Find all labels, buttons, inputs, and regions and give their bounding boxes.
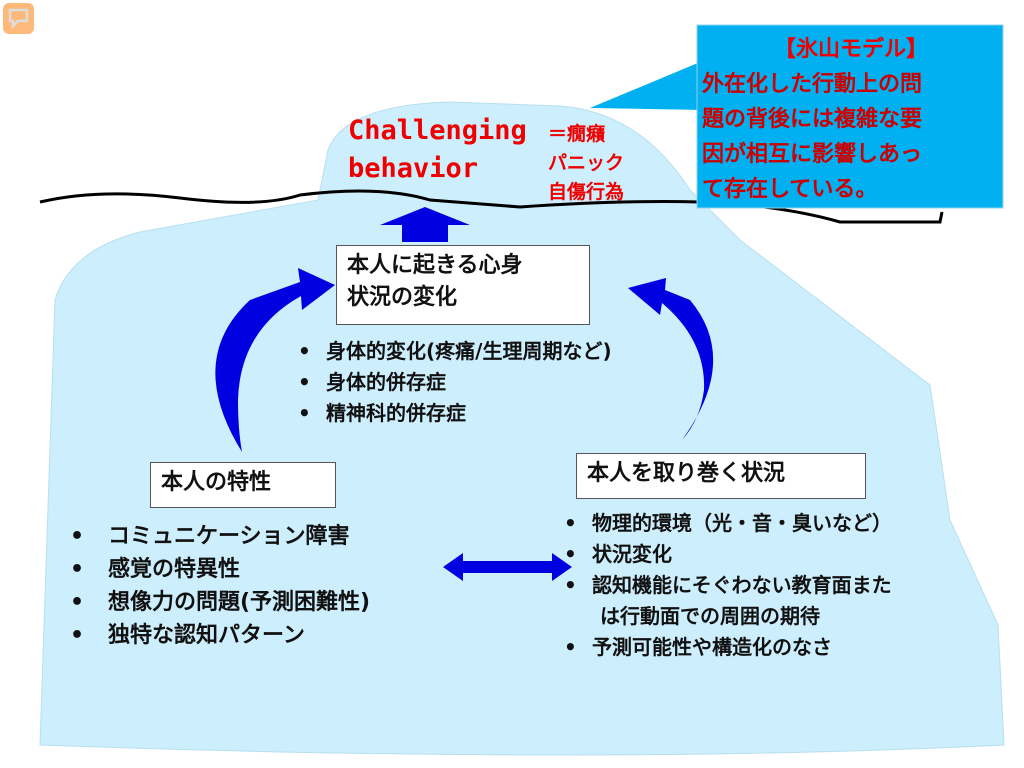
center-list: 身体的変化(疼痛/生理周期など) 身体的併存症 精神科的併存症 <box>290 336 612 429</box>
left-list: コミュニケーション障害 感覚の特異性 想像力の問題(予測困難性) 独特な認知パタ… <box>62 520 370 652</box>
list-item: 想像力の問題(予測困難性) <box>62 586 370 619</box>
right-list: 物理的環境（光・音・臭いなど） 状況変化 認知機能にそぐわない教育面また は行動… <box>556 508 892 663</box>
callout-line: 題の背後には複雑な要 <box>702 107 923 132</box>
left-box: 本人の特性 <box>150 462 336 508</box>
list-item: 状況変化 <box>556 539 892 570</box>
center-box-line: 本人に起きる心身 <box>347 253 523 278</box>
list-item: 身体的変化(疼痛/生理周期など) <box>290 336 612 367</box>
label-line: Challenging <box>348 115 527 146</box>
list-item-continuation: は行動面での周囲の期待 <box>600 604 820 628</box>
callout-line: 因が相互に影響しあっ <box>702 142 923 167</box>
app-logo-icon <box>3 3 34 34</box>
example-item: ＝癇癪 <box>548 123 606 145</box>
challenging-behavior-label: Challenging behavior <box>348 112 527 188</box>
right-box: 本人を取り巻く状況 <box>576 453 866 499</box>
list-item: 身体的併存症 <box>290 367 612 398</box>
center-box-line: 状況の変化 <box>347 285 458 310</box>
callout-line: て存在している。 <box>702 177 878 202</box>
curved-arrow-right-icon <box>628 278 714 440</box>
example-item: 自傷行為 <box>548 181 625 203</box>
list-item: 独特な認知パターン <box>62 619 370 652</box>
callout-box-bg <box>696 24 1004 209</box>
list-item: 予測可能性や構造化のなさ <box>556 632 892 663</box>
callout-title: 【氷山モデル】 <box>773 37 928 62</box>
example-item: パニック <box>548 152 625 174</box>
list-item: コミュニケーション障害 <box>62 520 370 553</box>
center-box: 本人に起きる心身 状況の変化 <box>336 245 590 325</box>
label-line: behavior <box>348 153 479 184</box>
behavior-examples: ＝癇癪 パニック 自傷行為 <box>548 120 624 207</box>
list-item: 感覚の特異性 <box>62 553 370 586</box>
callout-pointer <box>590 60 705 110</box>
up-arrow-icon <box>380 207 470 242</box>
callout-line: 外在化した行動上の問 <box>702 72 923 97</box>
list-item: 物理的環境（光・音・臭いなど） <box>556 508 892 539</box>
curved-arrow-left-icon <box>215 268 335 452</box>
callout-text: 【氷山モデル】 外在化した行動上の問 題の背後には複雑な要 因が相互に影響しあっ… <box>702 32 1000 207</box>
list-item: 精神科的併存症 <box>290 398 612 429</box>
list-item: 認知機能にそぐわない教育面また <box>556 570 892 601</box>
double-arrow-icon <box>443 553 572 581</box>
